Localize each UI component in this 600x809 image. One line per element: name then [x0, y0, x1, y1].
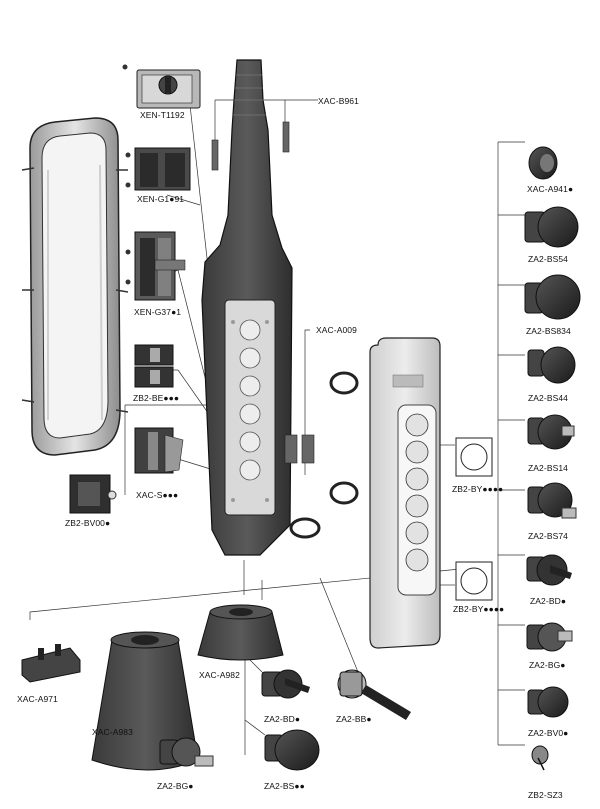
label-xac-b961: XAC-B961 [318, 96, 359, 106]
label-za2-bg-right: ZA2-BG● [529, 660, 566, 670]
right-button-column [524, 146, 581, 771]
label-xen-g1-91: XEN-G1●91 [137, 194, 185, 204]
label-za2-bs54: ZA2-BS54 [528, 254, 569, 264]
za2-bb-part [337, 669, 411, 720]
label-zb2-by-upper: ZB2-BY●●●● [452, 484, 504, 494]
label-za2-bs-bottom: ZA2-BS●● [264, 781, 305, 791]
xac-a983-part [91, 631, 199, 771]
label-zb2-by-lower: ZB2-BY●●●● [453, 604, 505, 614]
za2-bs14-part [527, 414, 575, 450]
za2-bd-right-part [526, 554, 572, 586]
xen-g1-91-part [125, 147, 191, 191]
za2-bs-bottom-part [264, 729, 320, 771]
label-zb2-sz3: ZB2-SZ3 [528, 790, 563, 800]
za2-bs834-part [524, 274, 581, 320]
za2-bg-right-part [526, 622, 573, 652]
za2-bv0-part [527, 686, 569, 718]
screws-part [211, 121, 315, 464]
label-za2-bv0: ZA2-BV0● [528, 728, 569, 738]
za2-bs54-part [524, 206, 579, 248]
label-za2-bs834: ZA2-BS834 [526, 326, 571, 336]
label-xac-a982: XAC-A982 [199, 670, 240, 680]
zb2-be-part [134, 344, 174, 388]
xac-a971-part [21, 644, 81, 683]
xac-a982-part [197, 604, 284, 661]
za2-bs74-part [527, 482, 577, 519]
main-body-part [201, 59, 293, 556]
za2-bd-bottom-part [261, 669, 310, 699]
zb2-bv00-part [69, 474, 117, 514]
blanking-plate-upper [455, 437, 493, 477]
ring-nuts-part [289, 371, 359, 539]
label-xen-g37-1: XEN-G37●1 [134, 307, 182, 317]
label-zb2-be: ZB2-BE●●● [133, 393, 180, 403]
label-za2-bs74: ZA2-BS74 [528, 531, 569, 541]
za2-bg-bottom-part [159, 737, 214, 767]
label-xac-s: XAC-S●●● [136, 490, 179, 500]
xac-a941-part [528, 146, 558, 180]
label-xac-a009: XAC-A009 [316, 325, 357, 335]
label-za2-bs44: ZA2-BS44 [528, 393, 569, 403]
label-za2-bd-bottom: ZA2-BD● [264, 714, 301, 724]
label-xac-a971: XAC-A971 [17, 694, 58, 704]
label-zb2-bv00: ZB2-BV00● [65, 518, 111, 528]
label-xac-a983: XAC-A983 [92, 727, 133, 737]
za2-bs44-part [527, 346, 576, 384]
label-xen-t1192: XEN-T1192 [140, 110, 185, 120]
label-za2-bb: ZA2-BB● [336, 714, 372, 724]
cover-part [369, 337, 441, 649]
gasket-part [21, 117, 129, 456]
xen-t1192-part [122, 64, 201, 109]
label-za2-bs14: ZA2-BS14 [528, 463, 569, 473]
blanking-plate-lower [455, 561, 493, 601]
xac-s-part [134, 427, 184, 474]
xen-g37-1-part [125, 231, 186, 301]
label-za2-bg-bottom: ZA2-BG● [157, 781, 194, 791]
label-xac-a941: XAC-A941● [527, 184, 574, 194]
zb2-sz3-part [531, 745, 549, 771]
label-za2-bd-right: ZA2-BD● [530, 596, 567, 606]
